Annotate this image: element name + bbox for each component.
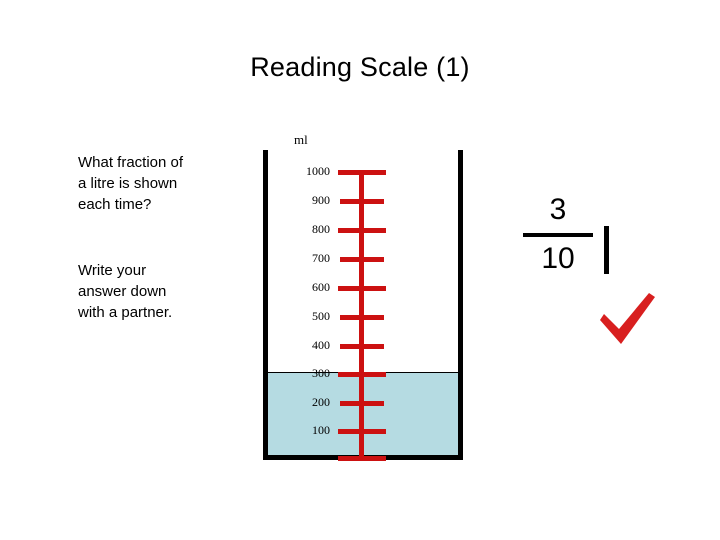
scale-label-400: 400 <box>312 338 330 352</box>
scale-tick-100 <box>338 429 386 434</box>
page-title: Reading Scale (1) <box>250 52 470 82</box>
answer-group: 3 10 <box>505 192 665 367</box>
scale-tick-600 <box>338 286 386 291</box>
scale-tick-400 <box>340 344 384 349</box>
beaker-wall-right <box>458 150 463 460</box>
prompt-instruction-text: Write your answer down with a partner. <box>78 262 173 321</box>
prompt-question-text: What fraction of a litre is shown each t… <box>78 154 184 213</box>
scale-tick-500 <box>340 315 384 320</box>
answer-fraction: 3 10 <box>513 192 603 277</box>
scale-label-300: 300 <box>312 366 330 380</box>
fraction-denominator: 10 <box>541 242 575 275</box>
beaker-diagram: ml 1000 900 800 700 600 500 400 300 200 … <box>258 128 470 468</box>
scale-label-700: 700 <box>312 251 330 265</box>
scale-label-800: 800 <box>312 222 330 236</box>
scale-tick-200 <box>340 401 384 406</box>
scale-tick-700 <box>340 257 384 262</box>
scale-label-600: 600 <box>312 280 330 294</box>
beaker-wall-left <box>263 150 268 460</box>
scale-label-200: 200 <box>312 395 330 409</box>
scale-tick-0 <box>338 456 386 461</box>
scale-label-900: 900 <box>312 193 330 207</box>
fraction-numerator: 3 <box>549 193 567 226</box>
beaker-unit-label: ml <box>294 132 308 147</box>
scale-tick-900 <box>340 199 384 204</box>
scale-tick-300 <box>338 372 386 377</box>
scale-label-100: 100 <box>312 423 330 437</box>
tally-bar-icon <box>604 226 609 274</box>
scale-tick-800 <box>338 228 386 233</box>
check-mark-icon <box>600 293 655 344</box>
scale-tick-1000 <box>338 170 386 175</box>
scale-label-1000: 1000 <box>306 164 330 178</box>
fraction-bar <box>523 233 593 237</box>
scale-label-500: 500 <box>312 309 330 323</box>
